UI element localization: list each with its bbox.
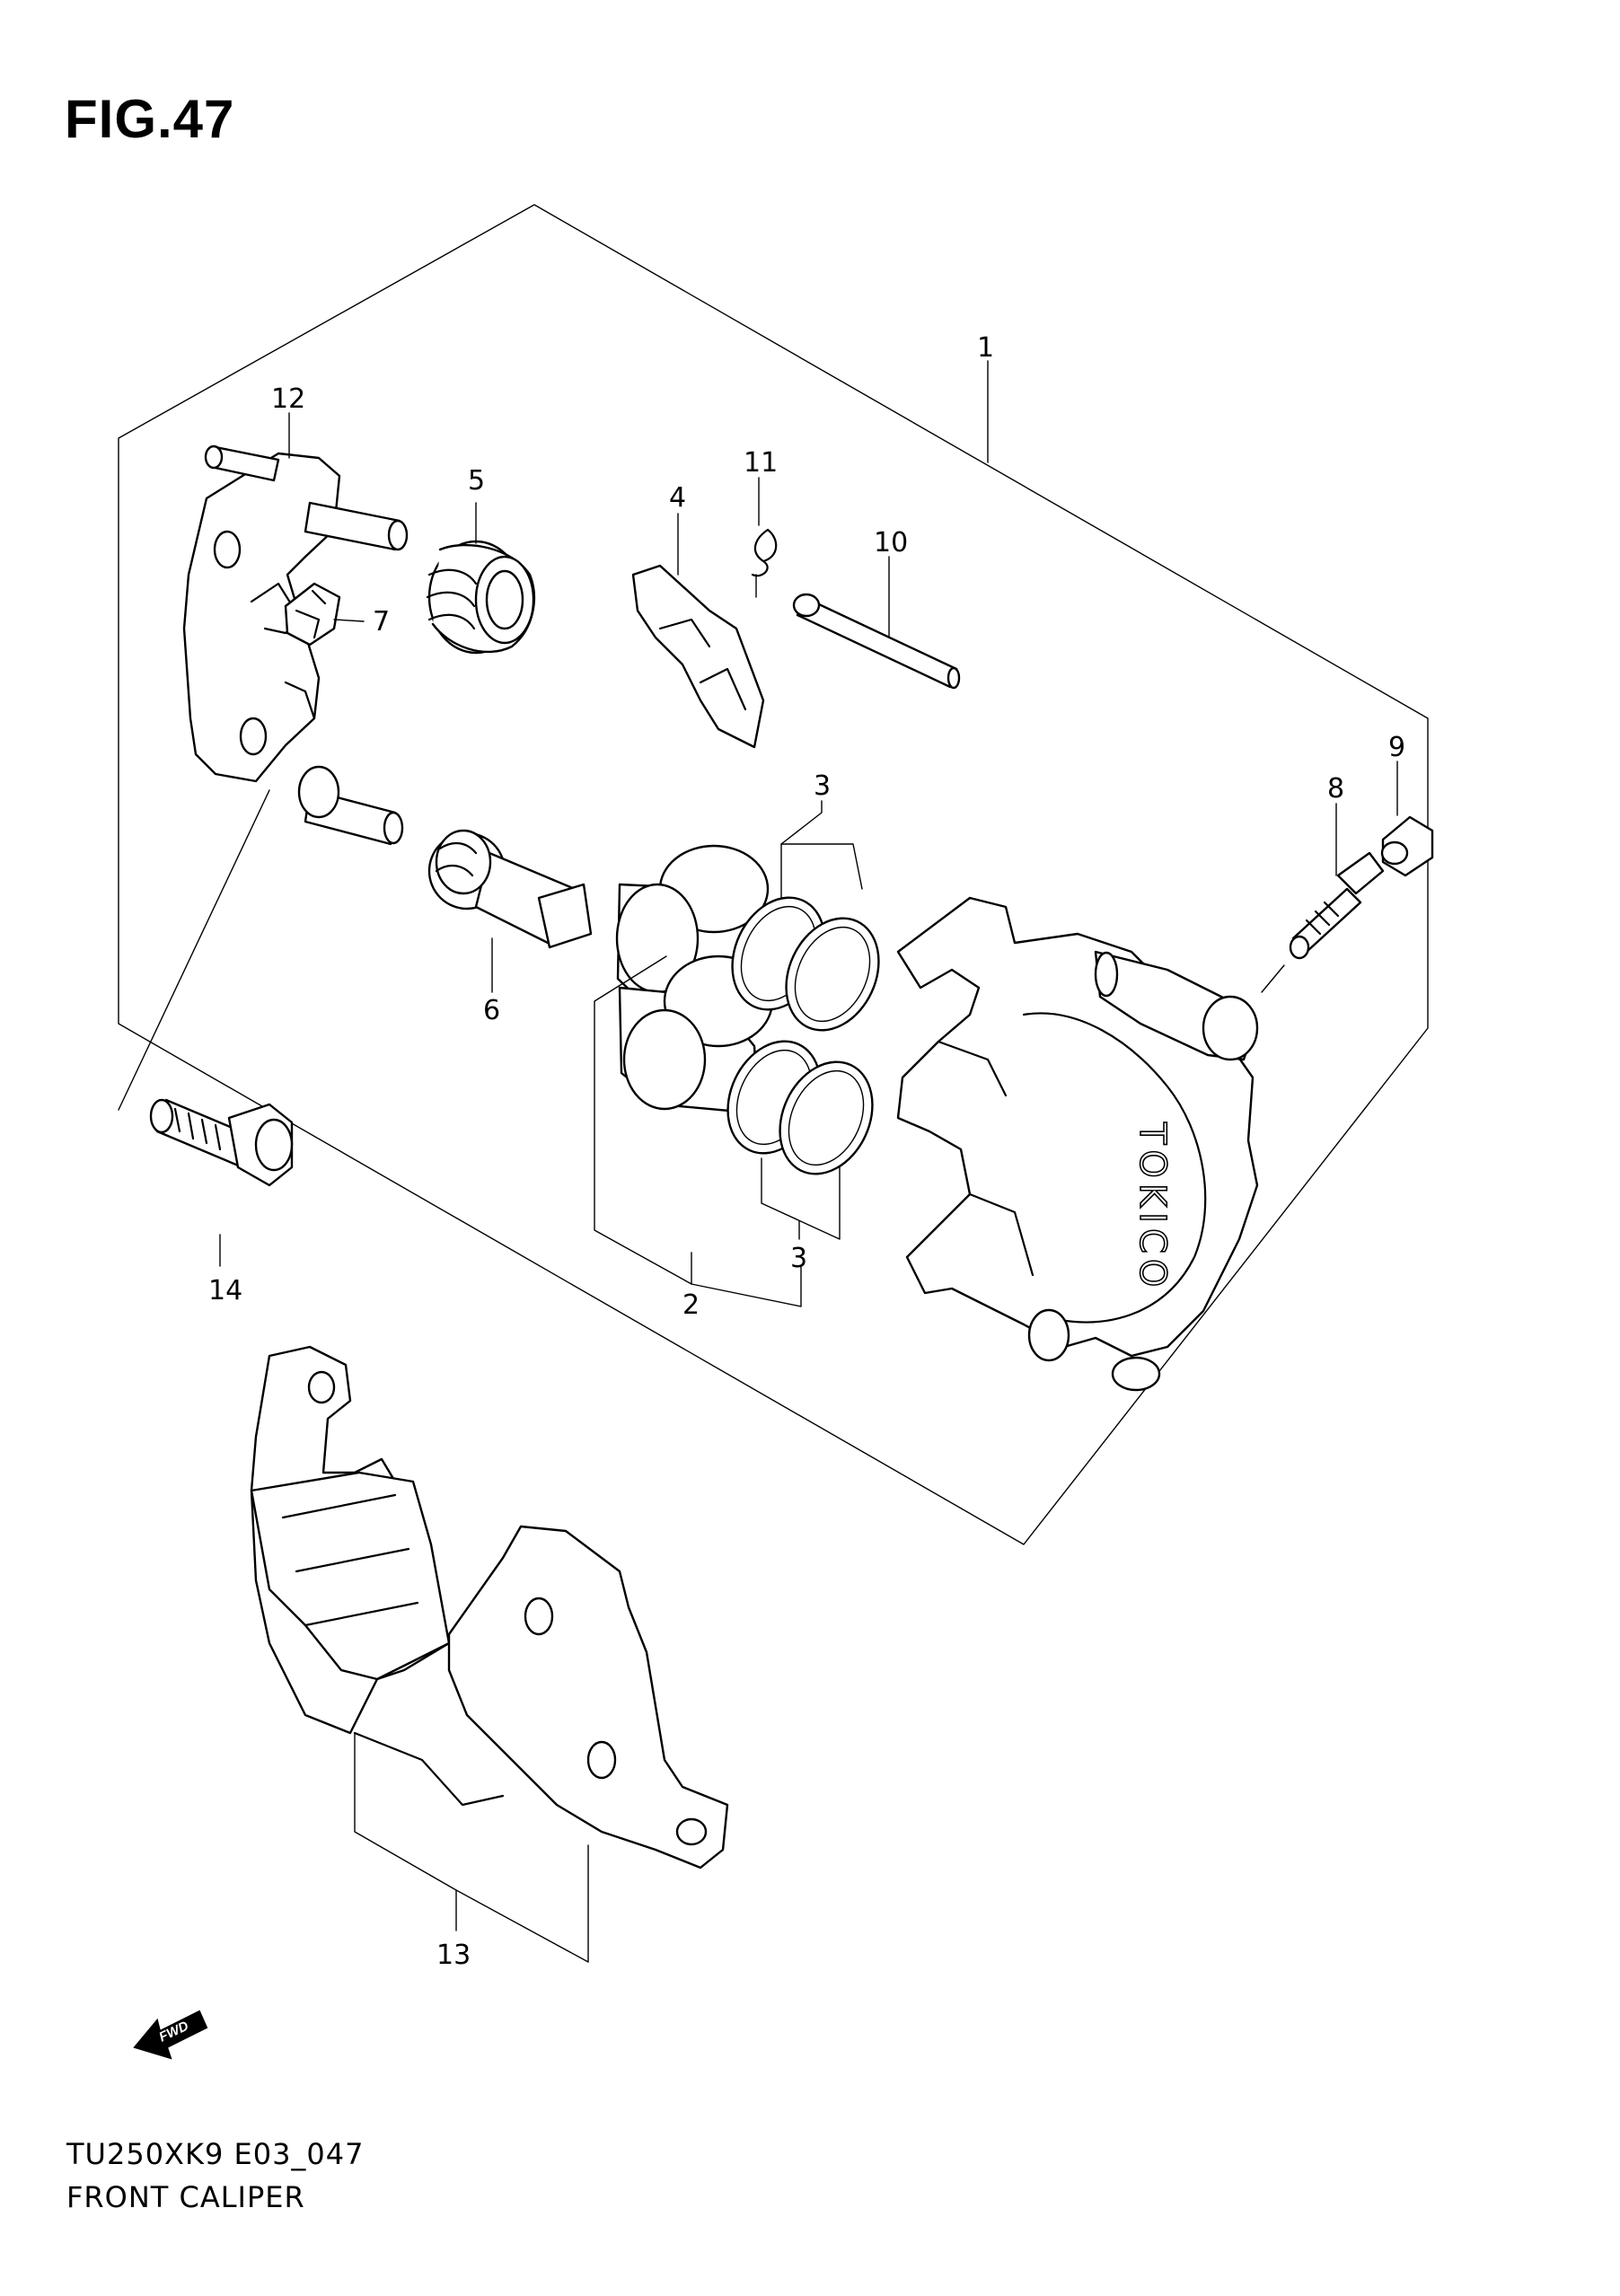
callout-9: 9: [1388, 732, 1405, 763]
boot-part-5: [426, 540, 536, 655]
callout-2: 2: [682, 1289, 700, 1321]
assembly-boundary: [118, 204, 1429, 1545]
callout-1: 1: [977, 332, 994, 364]
bleeder-valve-part-8: [1289, 851, 1385, 960]
brand-mark: TOKICO: [1131, 1122, 1173, 1292]
callout-labels: 1 12 5 4 11 10 7 9 8 3 6 3 2 14 13: [208, 332, 1405, 1971]
bleeder-cap-part-9: [1380, 815, 1434, 877]
callout-6: 6: [483, 995, 500, 1026]
figure-title: FIG.47: [65, 89, 235, 149]
pad-pin-part-10: [792, 593, 961, 690]
callout-3-upper: 3: [814, 770, 831, 802]
callout-12: 12: [271, 383, 305, 415]
pin-clip-part-11: [751, 528, 778, 598]
callout-14: 14: [208, 1275, 242, 1306]
bolt-part-14: [149, 1098, 294, 1187]
callout-8: 8: [1327, 773, 1344, 805]
figure-name: FRONT CALIPER: [66, 2180, 305, 2214]
forward-arrow-icon: FWD: [133, 2010, 208, 2060]
clip-part-7: [284, 582, 341, 647]
leader-lines: [118, 360, 1398, 1963]
callout-5: 5: [468, 465, 485, 497]
callout-4: 4: [669, 482, 686, 514]
slide-pin-part-6: [427, 829, 593, 949]
callout-7: 7: [373, 606, 390, 638]
brake-pads-part-13: [250, 1345, 729, 1869]
figure-code: TU250XK9 E03_047: [66, 2137, 365, 2171]
pad-spring-part-4: [631, 564, 765, 749]
callout-13: 13: [436, 1940, 471, 1971]
callout-11: 11: [744, 447, 778, 479]
callout-10: 10: [874, 527, 908, 559]
piston-part-2: [615, 844, 774, 1115]
seal-part-3: [726, 896, 880, 1175]
bracket-part-12: [182, 444, 409, 846]
caliper-body-part-1: TOKICO: [896, 896, 1259, 1392]
callout-3-lower: 3: [790, 1243, 807, 1274]
